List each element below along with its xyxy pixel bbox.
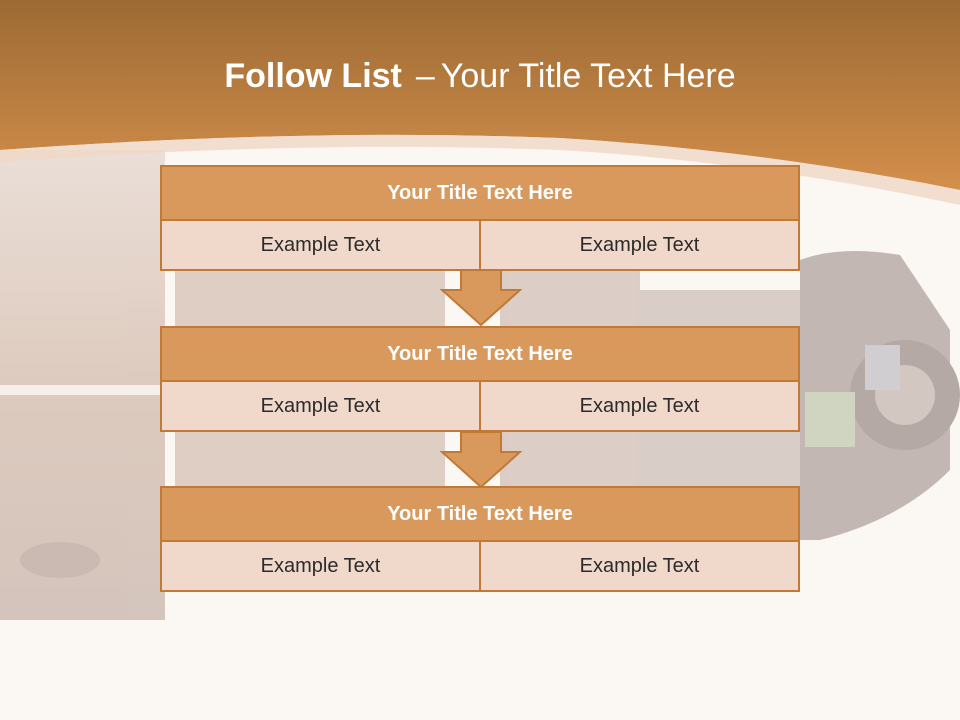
block-row: Example Text Example Text [160,221,800,271]
block-title: Your Title Text Here [160,165,800,221]
block-cell-right: Example Text [481,382,800,432]
block-cell-left: Example Text [160,382,481,432]
list-block-1: Your Title Text Here Example Text Exampl… [160,165,800,271]
down-arrow-icon [440,432,522,488]
title-bold: Follow List [224,57,402,95]
title-rest: Your Title Text Here [440,57,736,95]
list-block-2: Your Title Text Here Example Text Exampl… [160,326,800,432]
block-row: Example Text Example Text [160,542,800,592]
down-arrow-icon [440,270,522,326]
block-title: Your Title Text Here [160,326,800,382]
slide-title: Follow List–Your Title Text Here [0,52,960,100]
list-block-3: Your Title Text Here Example Text Exampl… [160,486,800,592]
block-cell-left: Example Text [160,542,481,592]
block-cell-right: Example Text [481,542,800,592]
block-title: Your Title Text Here [160,486,800,542]
title-dash: – [415,57,435,95]
block-cell-right: Example Text [481,221,800,271]
block-cell-left: Example Text [160,221,481,271]
block-row: Example Text Example Text [160,382,800,432]
